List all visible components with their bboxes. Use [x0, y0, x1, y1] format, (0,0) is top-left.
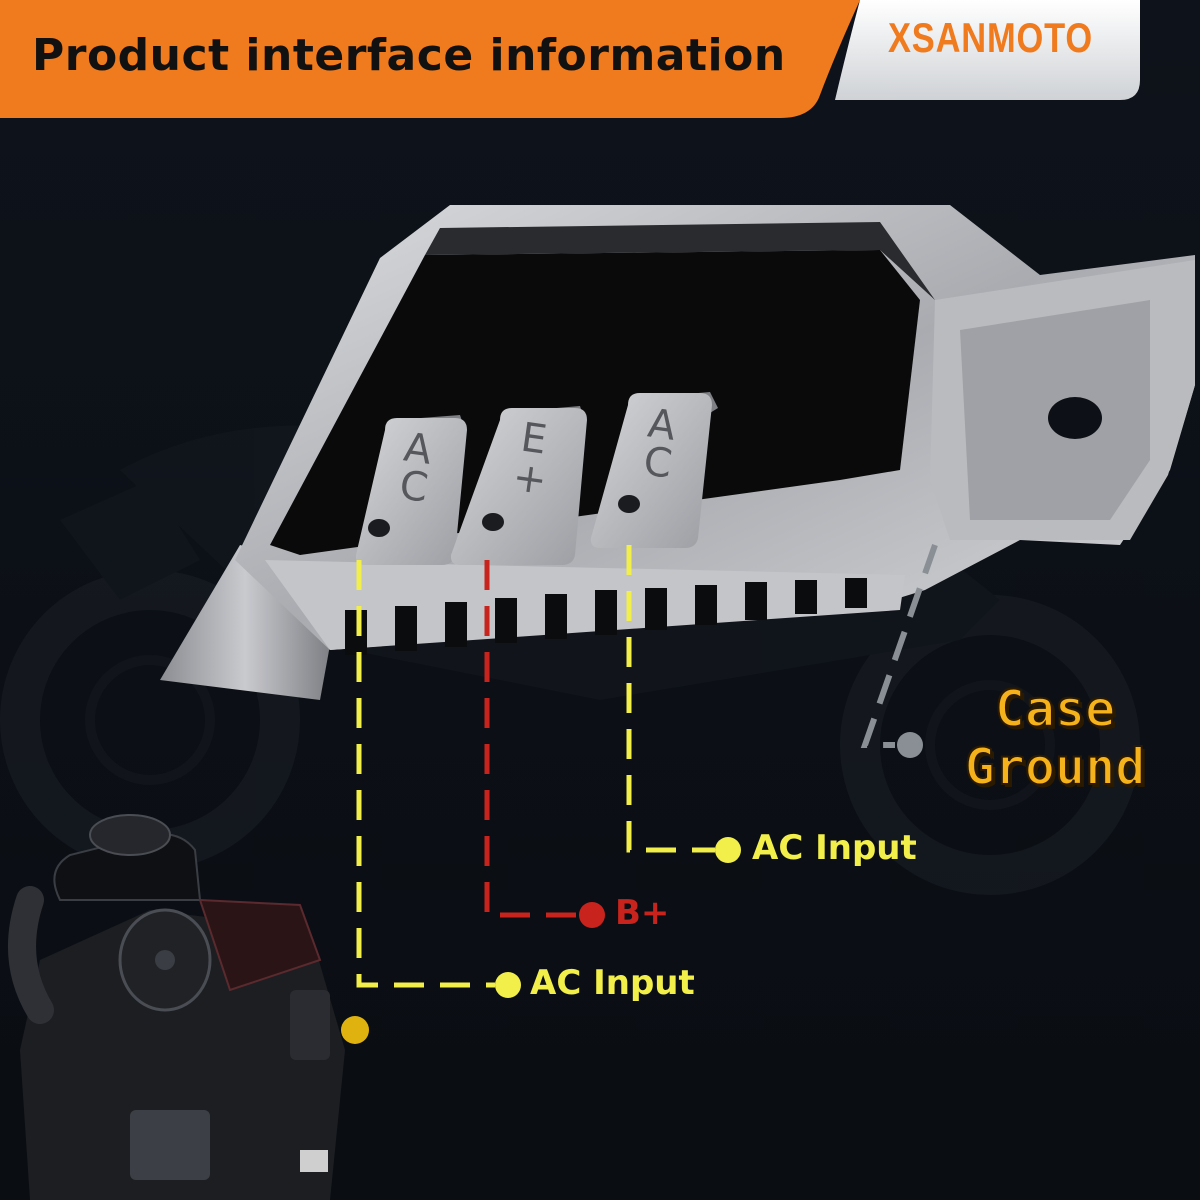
ac-input-lower-line	[356, 560, 495, 988]
cooling-fins	[265, 560, 905, 655]
terminal-ac-left-letter-2: C	[397, 462, 431, 511]
mounting-hole	[1048, 397, 1102, 439]
brand-logo: XSANMOTO	[888, 14, 1093, 61]
case-ground-line	[860, 544, 938, 748]
page-title: Product interface information	[32, 30, 786, 81]
case-ground-line-1: Case	[994, 679, 1116, 739]
ac-input-upper-line	[626, 545, 715, 853]
case-ground-dot	[897, 732, 923, 758]
brand-badge	[835, 0, 1140, 100]
terminal-tab-b-plus	[450, 406, 587, 565]
terminal-tab-ac-left	[355, 415, 467, 565]
b-plus-dot	[579, 902, 605, 928]
voltage-regulator	[160, 205, 1195, 700]
b-plus-line	[484, 560, 580, 918]
case-ground-line-2: Ground	[964, 737, 1147, 797]
ac-input-lower-label: AC Input	[530, 963, 695, 1003]
connection-lines	[356, 544, 938, 988]
title-banner	[0, 0, 1140, 118]
terminal-b-plus-letter-2: +	[510, 454, 550, 504]
terminal-tab-ac-right	[590, 392, 718, 548]
ac-input-upper-dot	[715, 837, 741, 863]
terminal-ac-right-letter-2: C	[641, 438, 675, 487]
ac-input-lower-dot	[495, 972, 521, 998]
b-plus-label: B+	[615, 893, 670, 933]
ac-input-upper-label: AC Input	[752, 828, 917, 868]
case-ground-label: Case Ground	[955, 679, 1155, 797]
small-engine-image	[8, 814, 369, 1200]
